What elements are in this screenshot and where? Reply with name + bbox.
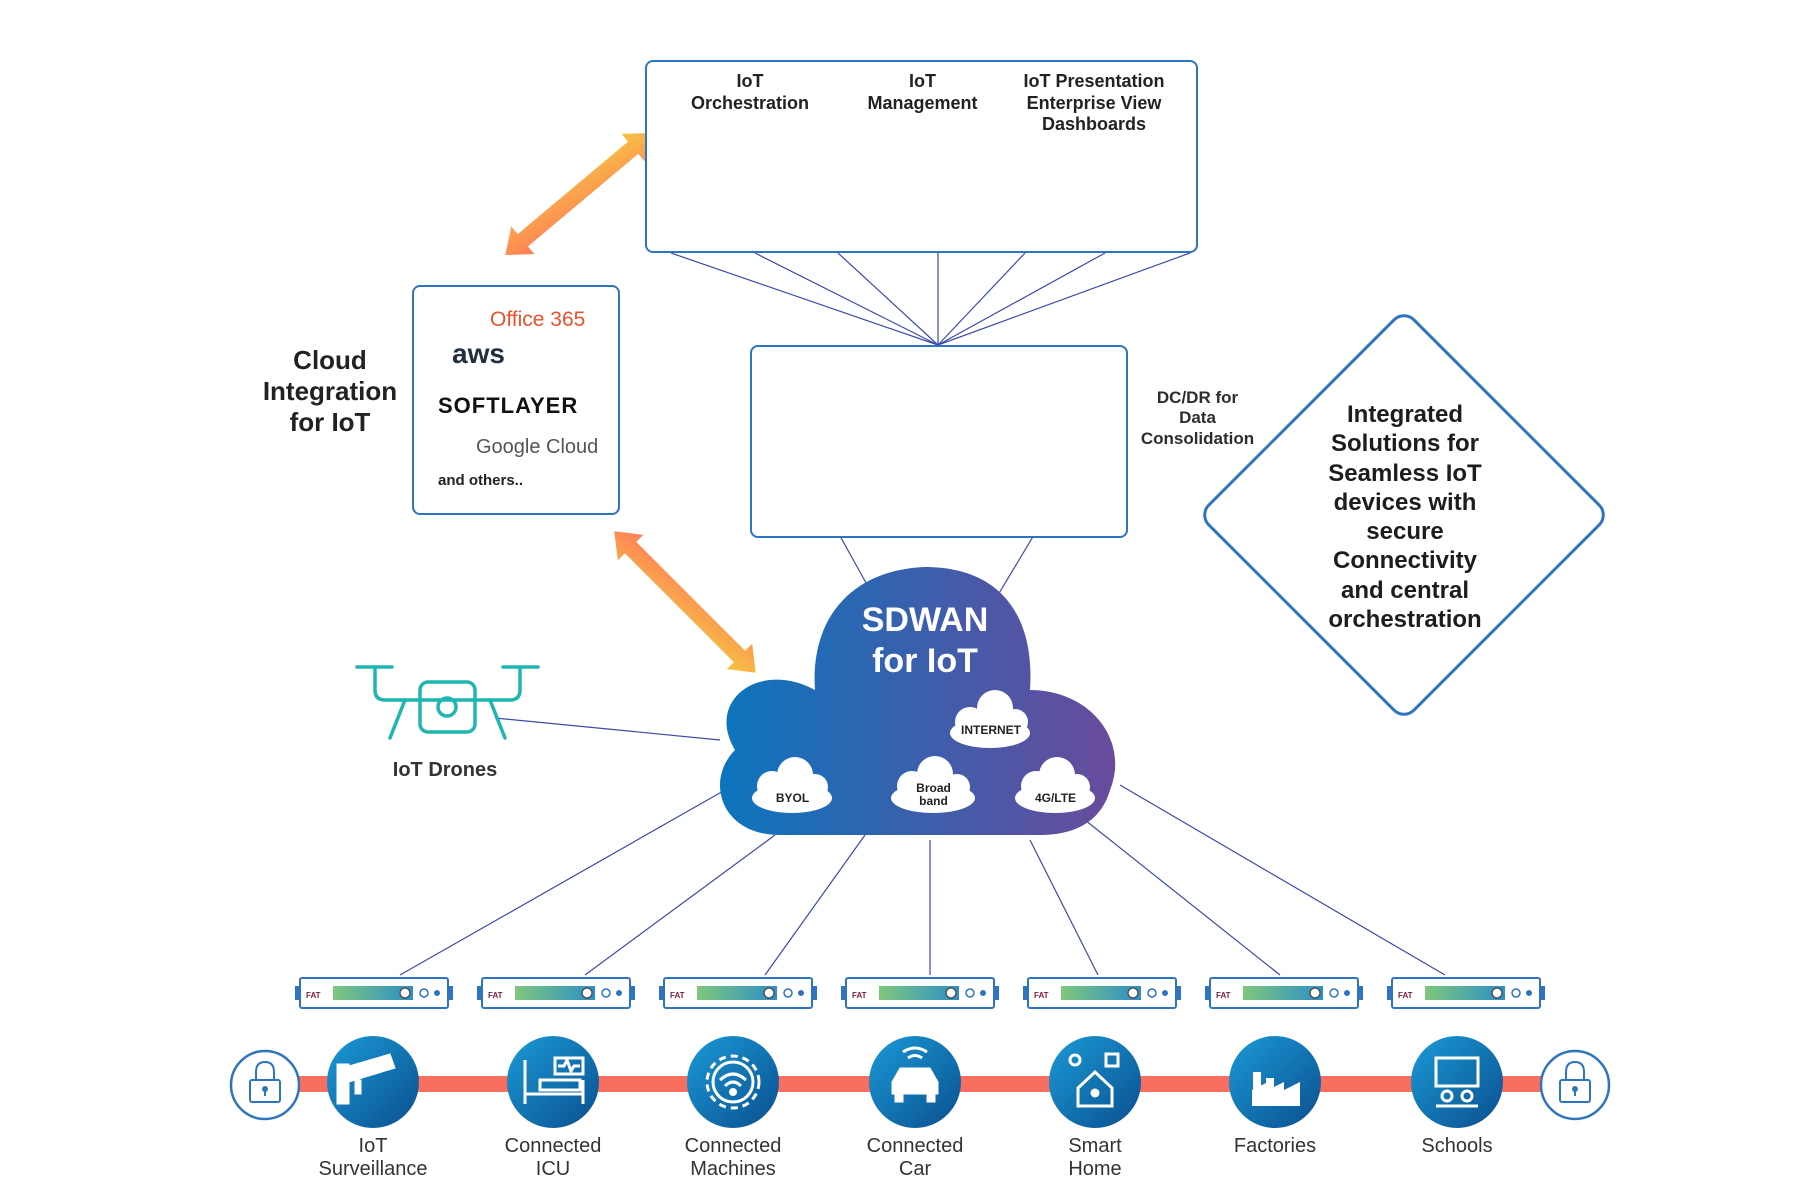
endpoint-circles [327, 1036, 1503, 1128]
arrow-bottom-left [614, 531, 756, 673]
factory-icon [1252, 1072, 1300, 1106]
label-dc-dr: DC/DR for Data Consolidation [1140, 388, 1255, 448]
top-connector-lines [670, 252, 1191, 346]
endpoint-label: Connected ICU [504, 1135, 602, 1180]
label-iot-presentation: IoT Presentation Enterprise View Dashboa… [1023, 71, 1165, 135]
label-iot-drones: IoT Drones [392, 759, 498, 781]
link-broadband: Broad band [916, 781, 951, 809]
endpoint-label: IoT Surveillance [318, 1135, 428, 1180]
others-label: and others.. [438, 472, 524, 489]
diamond-solutions-text: Integrated Solutions for Seamless IoT de… [1328, 401, 1482, 633]
label-iot-orchestration: IoT Orchestration [690, 71, 810, 113]
smart-home-icon [1068, 1052, 1120, 1108]
mini-cloud-byol [752, 757, 832, 813]
aws-logo: aws [452, 338, 505, 369]
lock-icon-right [1539, 1049, 1611, 1121]
mini-cloud-broadband [891, 756, 975, 813]
arrow-top-left [505, 132, 651, 256]
classroom-icon [1434, 1056, 1480, 1108]
link-byol: BYOL [775, 791, 810, 805]
mini-cloud-internet [950, 690, 1030, 748]
hospital-bed-icon [523, 1056, 585, 1104]
endpoint-label: Factories [1233, 1135, 1317, 1157]
mini-cloud-lte [1015, 757, 1095, 813]
gear-wifi-icon [705, 1054, 761, 1110]
endpoint-label: Smart Home [1068, 1135, 1122, 1180]
bottom-connector-lines [399, 784, 1446, 976]
endpoint-label: Connected Car [866, 1135, 964, 1180]
softlayer-logo: SOFTLAYER [438, 393, 579, 418]
lock-icon-left [229, 1049, 301, 1121]
cctv-camera-icon [336, 1053, 396, 1105]
solutions-diamond [1203, 314, 1605, 716]
cloud-providers-panel [412, 285, 620, 515]
endpoint-label: Connected Machines [684, 1135, 782, 1180]
drone-connector-line [494, 717, 721, 741]
label-cloud-integration: Cloud Integration for IoT [262, 345, 398, 438]
sdwan-cloud [720, 567, 1116, 835]
link-internet: INTERNET [961, 723, 1021, 737]
dc-dr-panel [750, 345, 1128, 538]
iot-management-panel [645, 60, 1198, 253]
sdwan-title: SDWAN for IoT [861, 601, 989, 680]
drone-icon [355, 665, 540, 740]
office365-logo: Office 365 [490, 308, 586, 331]
label-iot-management: IoT Management [867, 71, 978, 113]
car-icon [891, 1046, 939, 1103]
google-cloud-logo: Google Cloud [476, 436, 599, 458]
link-4g-lte: 4G/LTE [1034, 791, 1077, 805]
endpoint-label: Schools [1421, 1135, 1493, 1157]
